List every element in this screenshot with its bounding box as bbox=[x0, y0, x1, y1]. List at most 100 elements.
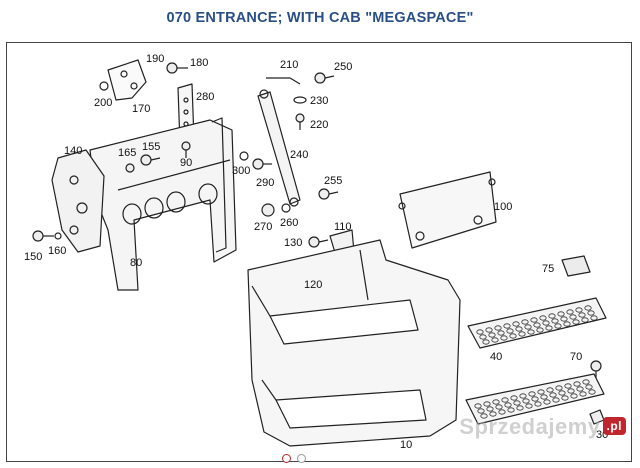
plate-hole bbox=[540, 394, 548, 400]
plate-hole bbox=[546, 387, 554, 393]
label-70: 70 bbox=[570, 351, 582, 363]
plate-hole bbox=[504, 402, 512, 408]
label-190: 190 bbox=[146, 53, 164, 65]
label-270: 270 bbox=[254, 221, 272, 233]
plate-hole bbox=[548, 313, 556, 319]
plate-hole bbox=[576, 386, 584, 392]
plate-hole bbox=[570, 393, 578, 399]
label-165: 165 bbox=[118, 147, 136, 159]
plate-hole bbox=[474, 403, 482, 409]
plate-100 bbox=[398, 171, 497, 249]
plate-hole bbox=[485, 327, 493, 333]
plate-hole bbox=[542, 320, 550, 326]
plate-hole bbox=[524, 324, 532, 330]
plate-hole bbox=[527, 329, 535, 335]
plate-hole bbox=[582, 379, 590, 385]
plate-hole bbox=[477, 408, 485, 414]
label-220: 220 bbox=[310, 119, 328, 131]
plate-hole bbox=[561, 395, 569, 401]
bolt-290 bbox=[252, 158, 272, 170]
carousel-pager bbox=[282, 450, 312, 468]
plate-hole bbox=[486, 406, 494, 412]
label-100: 100 bbox=[494, 201, 512, 213]
plate-hole bbox=[480, 413, 488, 419]
plate-hole bbox=[549, 392, 557, 398]
washer-300 bbox=[239, 151, 249, 161]
plate-hole bbox=[506, 328, 514, 334]
bracket-140 bbox=[51, 149, 105, 253]
plate-hole bbox=[557, 311, 565, 317]
label-240: 240 bbox=[290, 149, 308, 161]
plate-hole bbox=[488, 332, 496, 338]
plate-hole bbox=[588, 389, 596, 395]
plate-hole bbox=[575, 307, 583, 313]
plate-hole bbox=[569, 314, 577, 320]
washer-260 bbox=[281, 203, 291, 213]
plate-hole bbox=[494, 325, 502, 331]
label-80: 80 bbox=[130, 257, 142, 269]
clip-75 bbox=[561, 255, 591, 277]
plate-hole bbox=[530, 317, 538, 323]
strut-240 bbox=[257, 77, 301, 207]
plate-hole bbox=[579, 391, 587, 397]
plate-hole bbox=[500, 335, 508, 341]
label-180: 180 bbox=[190, 57, 208, 69]
plate-hole bbox=[516, 405, 524, 411]
label-140: 140 bbox=[64, 145, 82, 157]
plate-hole bbox=[519, 393, 527, 399]
plate-hole bbox=[560, 316, 568, 322]
plate-hole bbox=[572, 319, 580, 325]
bolt-220 bbox=[295, 113, 305, 130]
carousel-dot-2[interactable] bbox=[297, 454, 306, 463]
bracket-170 bbox=[99, 59, 147, 101]
plate-hole bbox=[521, 319, 529, 325]
plate-hole bbox=[476, 329, 484, 335]
plate-hole bbox=[513, 400, 521, 406]
bolt-250 bbox=[314, 72, 335, 84]
plate-hole bbox=[539, 315, 547, 321]
label-210: 210 bbox=[280, 59, 298, 71]
plate-hole bbox=[479, 334, 487, 340]
nut-270 bbox=[261, 203, 275, 217]
plate-hole bbox=[482, 339, 490, 345]
label-230: 230 bbox=[310, 95, 328, 107]
label-75: 75 bbox=[542, 263, 554, 275]
label-300: 300 bbox=[232, 165, 250, 177]
washer-230 bbox=[293, 96, 307, 104]
plate-hole bbox=[525, 403, 533, 409]
label-250: 250 bbox=[334, 61, 352, 73]
plate-hole bbox=[564, 383, 572, 389]
watermark-logo: Sprzedajemy.pl bbox=[459, 414, 626, 440]
plate-hole bbox=[489, 411, 497, 417]
label-110: 110 bbox=[334, 221, 352, 233]
plate-hole bbox=[512, 321, 520, 327]
bolt-155 bbox=[140, 154, 161, 166]
plate-hole bbox=[555, 385, 563, 391]
label-260: 260 bbox=[280, 217, 298, 229]
plate-hole bbox=[581, 317, 589, 323]
plate-hole bbox=[563, 321, 571, 327]
plate-hole bbox=[585, 384, 593, 390]
plate-hole bbox=[518, 331, 526, 337]
label-150: 150 bbox=[24, 251, 42, 263]
plate-hole bbox=[573, 381, 581, 387]
plate-hole bbox=[536, 327, 544, 333]
label-120: 120 bbox=[304, 279, 322, 291]
plate-hole bbox=[543, 399, 551, 405]
plate-hole bbox=[587, 310, 595, 316]
carousel-dot-1[interactable] bbox=[282, 454, 291, 463]
plate-hole bbox=[534, 401, 542, 407]
plate-hole bbox=[590, 315, 598, 321]
label-170: 170 bbox=[132, 103, 150, 115]
plate-hole bbox=[522, 398, 530, 404]
plate-hole bbox=[501, 397, 509, 403]
plate-hole bbox=[551, 318, 559, 324]
part-labels: 190 180 200 170 280 210 250 230 220 140 … bbox=[24, 53, 608, 451]
label-255: 255 bbox=[324, 175, 342, 187]
step-housing-10 bbox=[247, 239, 461, 447]
plate-hole bbox=[503, 323, 511, 329]
bolt-255 bbox=[318, 188, 339, 200]
plate-hole bbox=[528, 391, 536, 397]
bolt-130 bbox=[308, 236, 329, 248]
